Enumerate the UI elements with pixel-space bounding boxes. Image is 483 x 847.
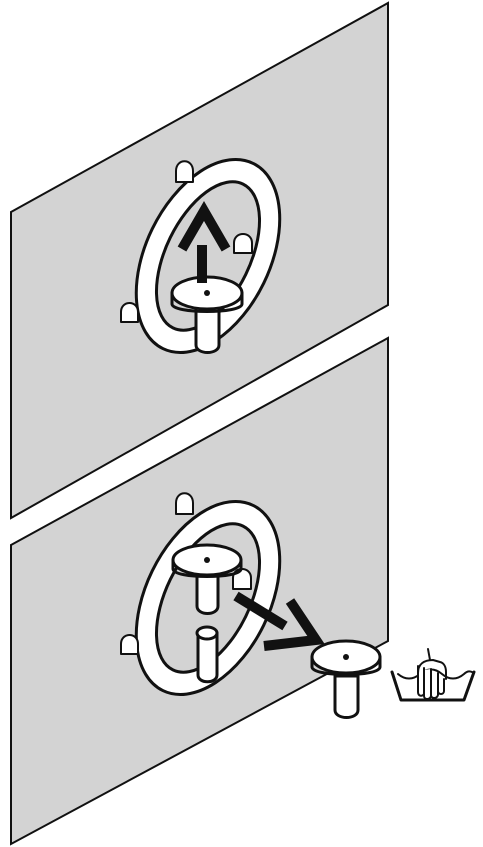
ring-peg-left: [121, 635, 138, 654]
ring-peg-top: [176, 493, 193, 514]
ring-peg-top: [176, 161, 193, 182]
knob: [312, 641, 380, 718]
ring-peg-right: [234, 234, 252, 253]
stem: [197, 627, 217, 682]
ring-peg-left: [121, 303, 138, 322]
hand-wash-icon: [392, 649, 474, 700]
